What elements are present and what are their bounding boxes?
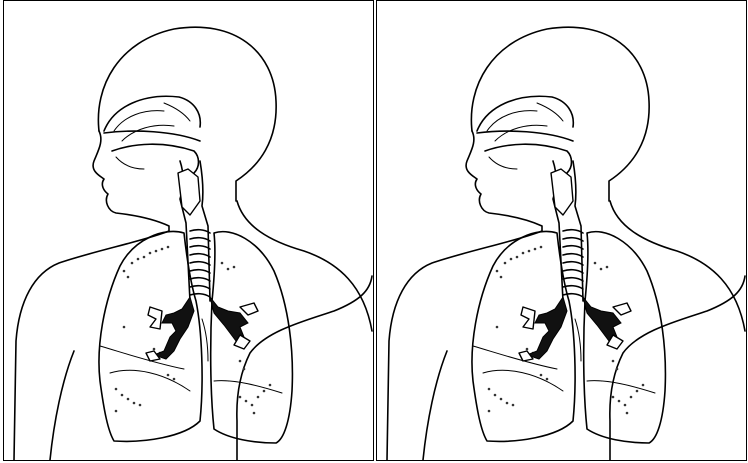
body-outline <box>387 27 745 460</box>
bronchial-tree-right <box>146 297 194 361</box>
trachea <box>551 161 583 301</box>
trachea <box>178 161 210 301</box>
diagram-panel-right <box>376 0 747 461</box>
bronchial-tree-left <box>210 297 258 349</box>
bronchial-tree-left <box>583 297 631 349</box>
body-outline <box>14 27 372 460</box>
respiratory-system-drawing <box>377 1 746 460</box>
bronchial-tree-right <box>519 297 567 361</box>
nasal-cavity <box>477 96 573 173</box>
heart-notch <box>575 319 581 361</box>
heart-notch <box>202 319 208 361</box>
left-lung <box>210 232 292 443</box>
alveoli-texture-right <box>488 246 549 413</box>
right-lung <box>99 231 202 441</box>
respiratory-system-drawing <box>4 1 373 460</box>
alveoli-texture-right <box>115 246 176 413</box>
nasal-cavity <box>104 96 200 173</box>
right-lung <box>472 231 575 441</box>
diagram-panel-left <box>3 0 374 461</box>
left-lung <box>583 232 665 443</box>
